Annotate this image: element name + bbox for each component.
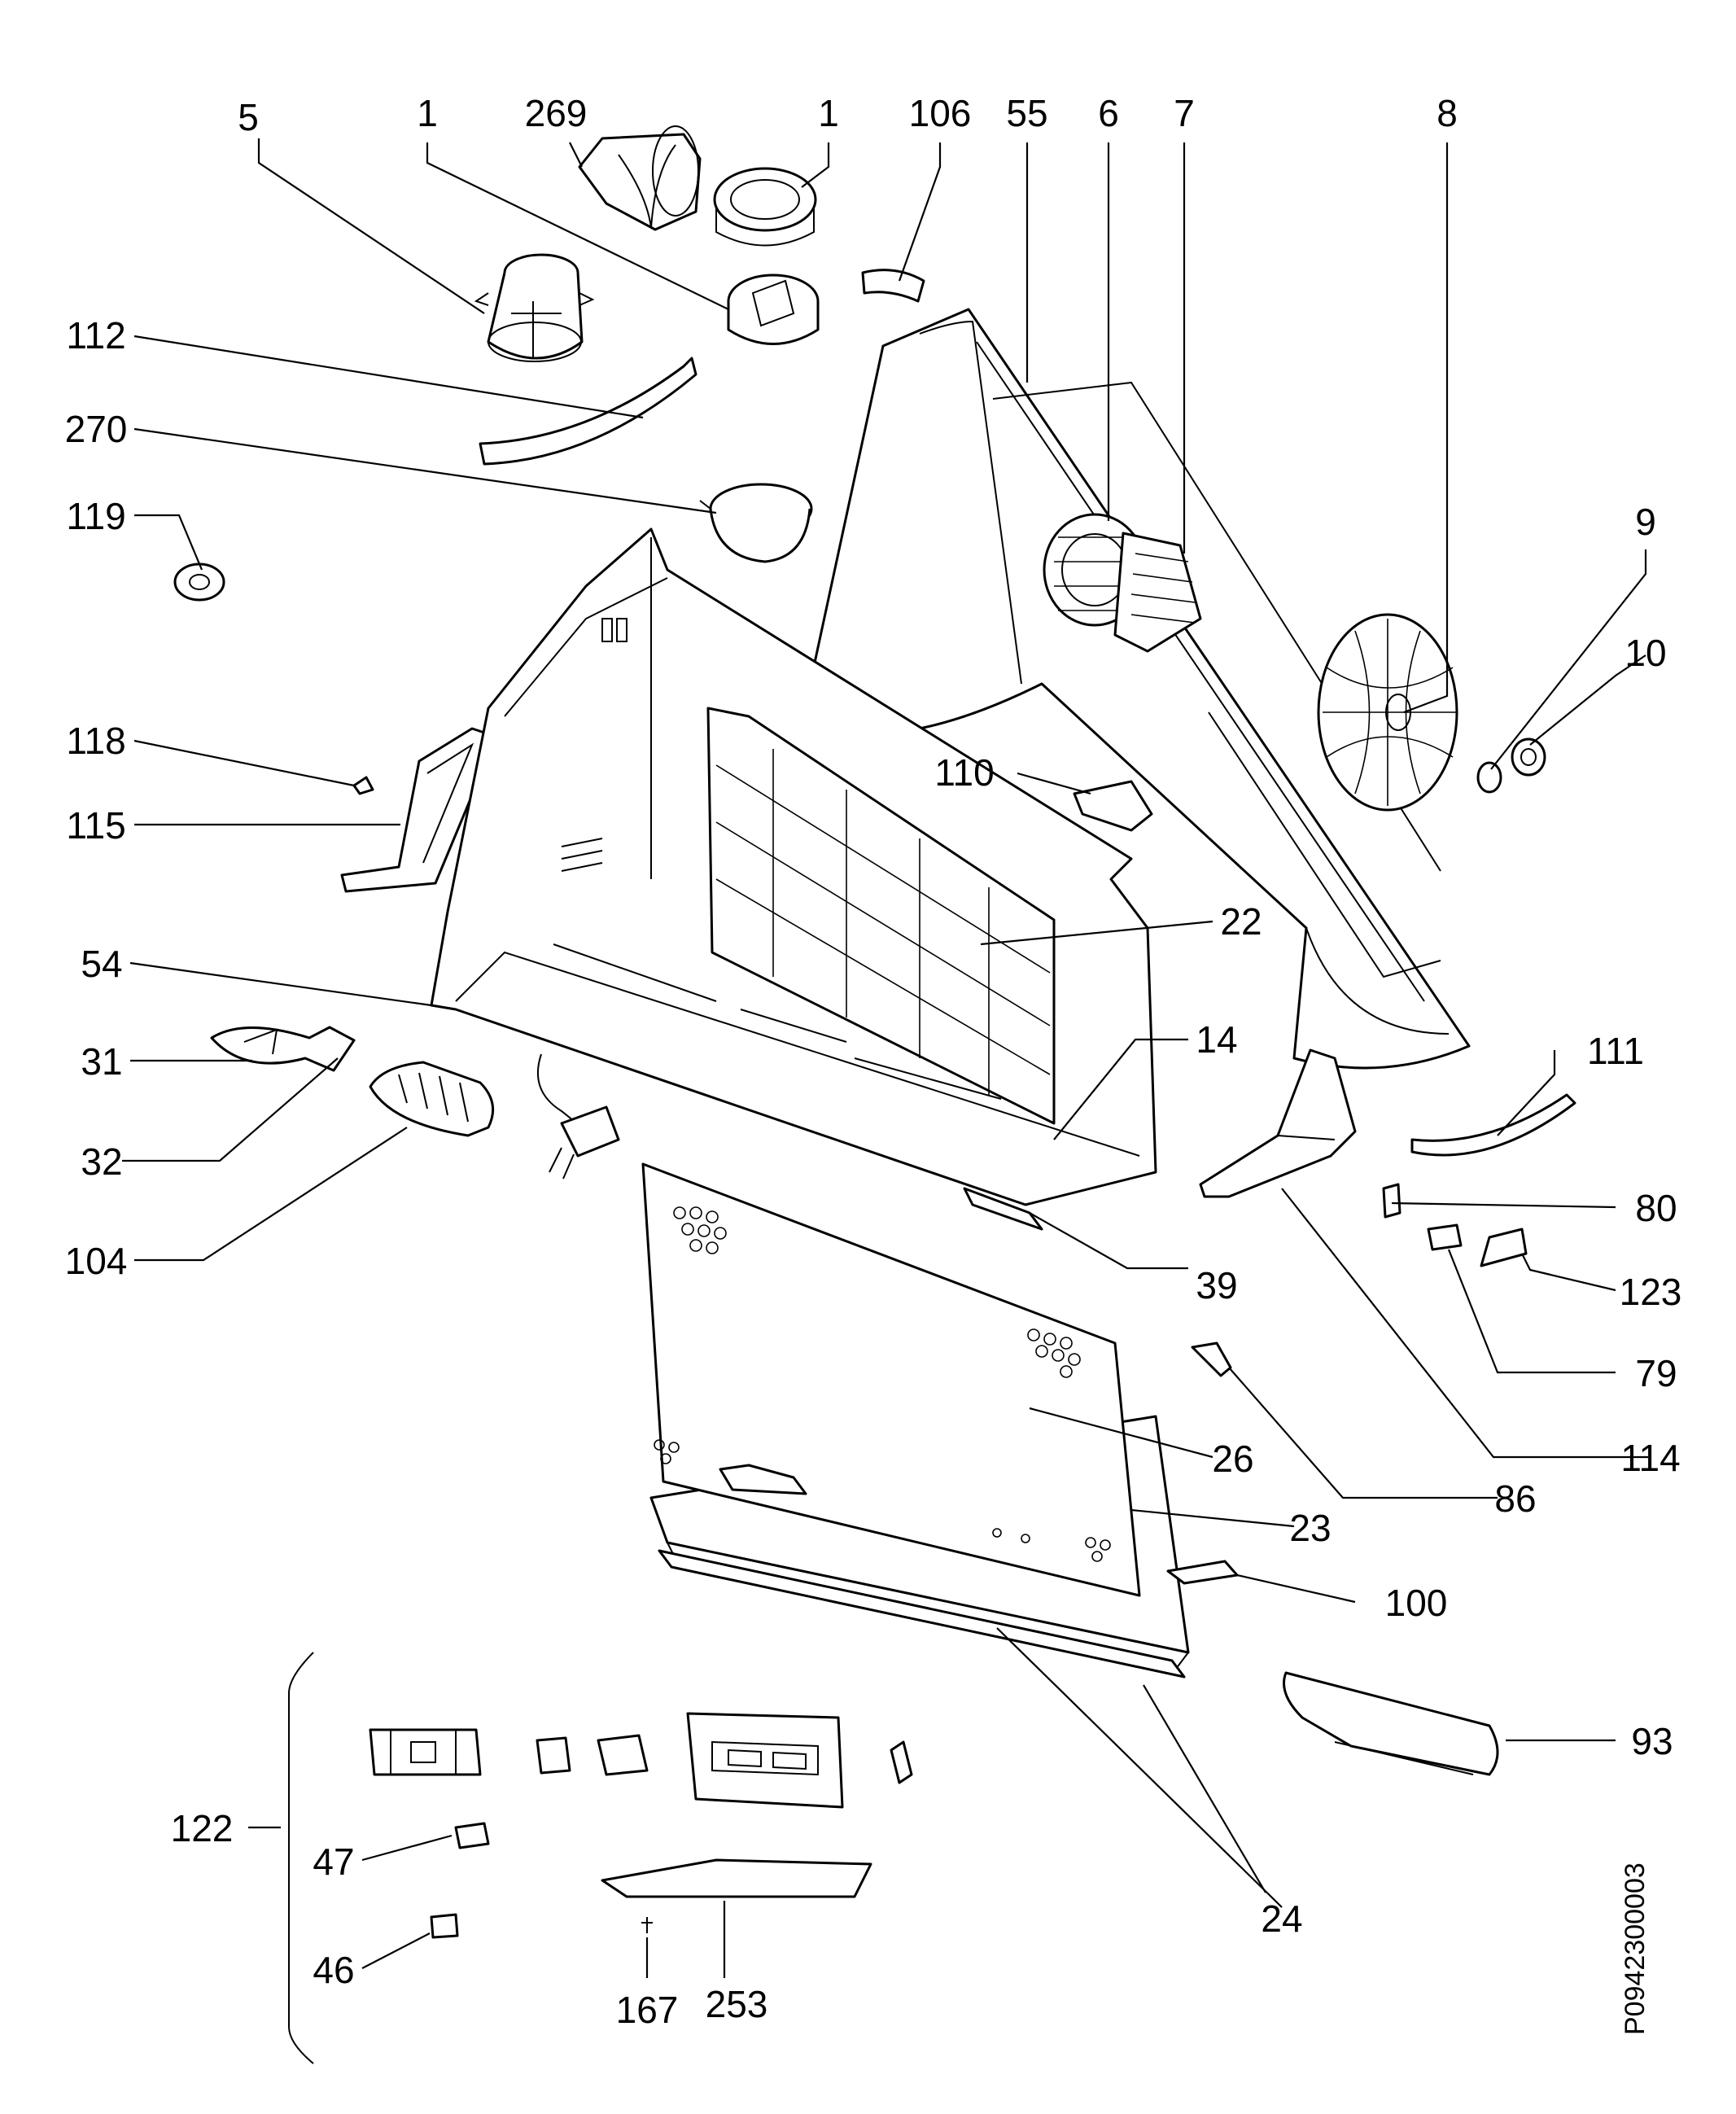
part-7-motor (1113, 532, 1202, 653)
label-9: 9 (1635, 501, 1656, 543)
label-14: 14 (1196, 1018, 1237, 1061)
label-112: 112 (66, 314, 125, 357)
label-47: 47 (313, 1840, 354, 1883)
part-104-lamp-cover (369, 1061, 495, 1137)
part-93-handle-bar (1283, 1671, 1499, 1776)
label-31: 31 (81, 1040, 122, 1083)
label-46: 46 (313, 1949, 354, 1991)
part-1-flange-damper (727, 274, 820, 345)
label-123: 123 (1620, 1271, 1682, 1313)
label-111: 111 (1587, 1030, 1644, 1072)
label-253: 253 (706, 1983, 768, 2025)
part-79-clip (1427, 1223, 1463, 1251)
part-115-bracket (340, 727, 498, 893)
part-8-grille (1317, 613, 1458, 812)
part-119-ring (173, 562, 225, 602)
label-6: 6 (1098, 92, 1119, 134)
label-5: 5 (238, 96, 259, 138)
part-5-spigot (474, 253, 595, 362)
label-80: 80 (1635, 1187, 1677, 1229)
part-270-cup (699, 483, 813, 563)
label-115: 115 (66, 804, 125, 847)
part-80-clip (1382, 1183, 1401, 1219)
label-79: 79 (1635, 1352, 1677, 1394)
label-1-left: 1 (417, 92, 438, 134)
label-122: 122 (171, 1807, 234, 1849)
label-100: 100 (1385, 1582, 1448, 1624)
label-270: 270 (65, 408, 128, 450)
part-10-nut (1511, 737, 1546, 777)
label-114: 114 (1620, 1437, 1680, 1479)
label-55: 55 (1006, 92, 1047, 134)
part-114-bracket (1199, 1048, 1357, 1198)
label-22: 22 (1220, 900, 1262, 943)
label-269: 269 (525, 92, 588, 134)
part-269-adapter (578, 125, 702, 231)
part-1-flange-top (713, 167, 817, 247)
label-32: 32 (81, 1140, 122, 1183)
label-10: 10 (1624, 632, 1666, 674)
label-86: 86 (1494, 1477, 1536, 1520)
part-39-strip (963, 1187, 1043, 1231)
label-1-right: 1 (818, 92, 839, 134)
label-24: 24 (1261, 1897, 1302, 1940)
part-86-clip (1191, 1341, 1232, 1377)
part-106-clip (861, 269, 925, 303)
label-26: 26 (1212, 1438, 1253, 1480)
label-104: 104 (65, 1240, 128, 1282)
part-112-strip (479, 357, 697, 466)
part-24-frame (658, 1549, 1186, 1679)
part-123-clip (1480, 1228, 1528, 1267)
part-55-housing (804, 308, 1471, 1070)
label-8: 8 (1436, 92, 1458, 134)
part-110-bracket (1073, 780, 1153, 832)
label-110: 110 (934, 751, 994, 794)
label-93: 93 (1631, 1720, 1673, 1762)
part-power-cord (536, 1053, 620, 1180)
label-119: 119 (66, 495, 125, 537)
part-111-strip (1410, 1093, 1576, 1157)
label-39: 39 (1196, 1264, 1237, 1306)
label-106: 106 (909, 92, 972, 134)
drawing-code: P0942300003 (1620, 1862, 1651, 2035)
part-22-filter (706, 707, 1056, 1125)
leader-lines (122, 138, 1648, 1978)
part-26-panel (641, 1162, 1141, 1597)
label-7: 7 (1174, 92, 1195, 134)
part-labels: 5 1 269 1 106 55 6 7 8 112 270 119 9 10 … (65, 92, 1682, 2035)
label-54: 54 (81, 943, 122, 985)
label-167: 167 (616, 1989, 679, 2031)
label-23: 23 (1289, 1507, 1331, 1549)
part-118-clip (352, 776, 374, 795)
part-122-group (288, 1652, 913, 2064)
label-118: 118 (66, 720, 125, 762)
part-31-lamp (210, 1026, 356, 1072)
part-100-handle (1166, 1560, 1239, 1585)
part-9-washer (1476, 761, 1502, 794)
